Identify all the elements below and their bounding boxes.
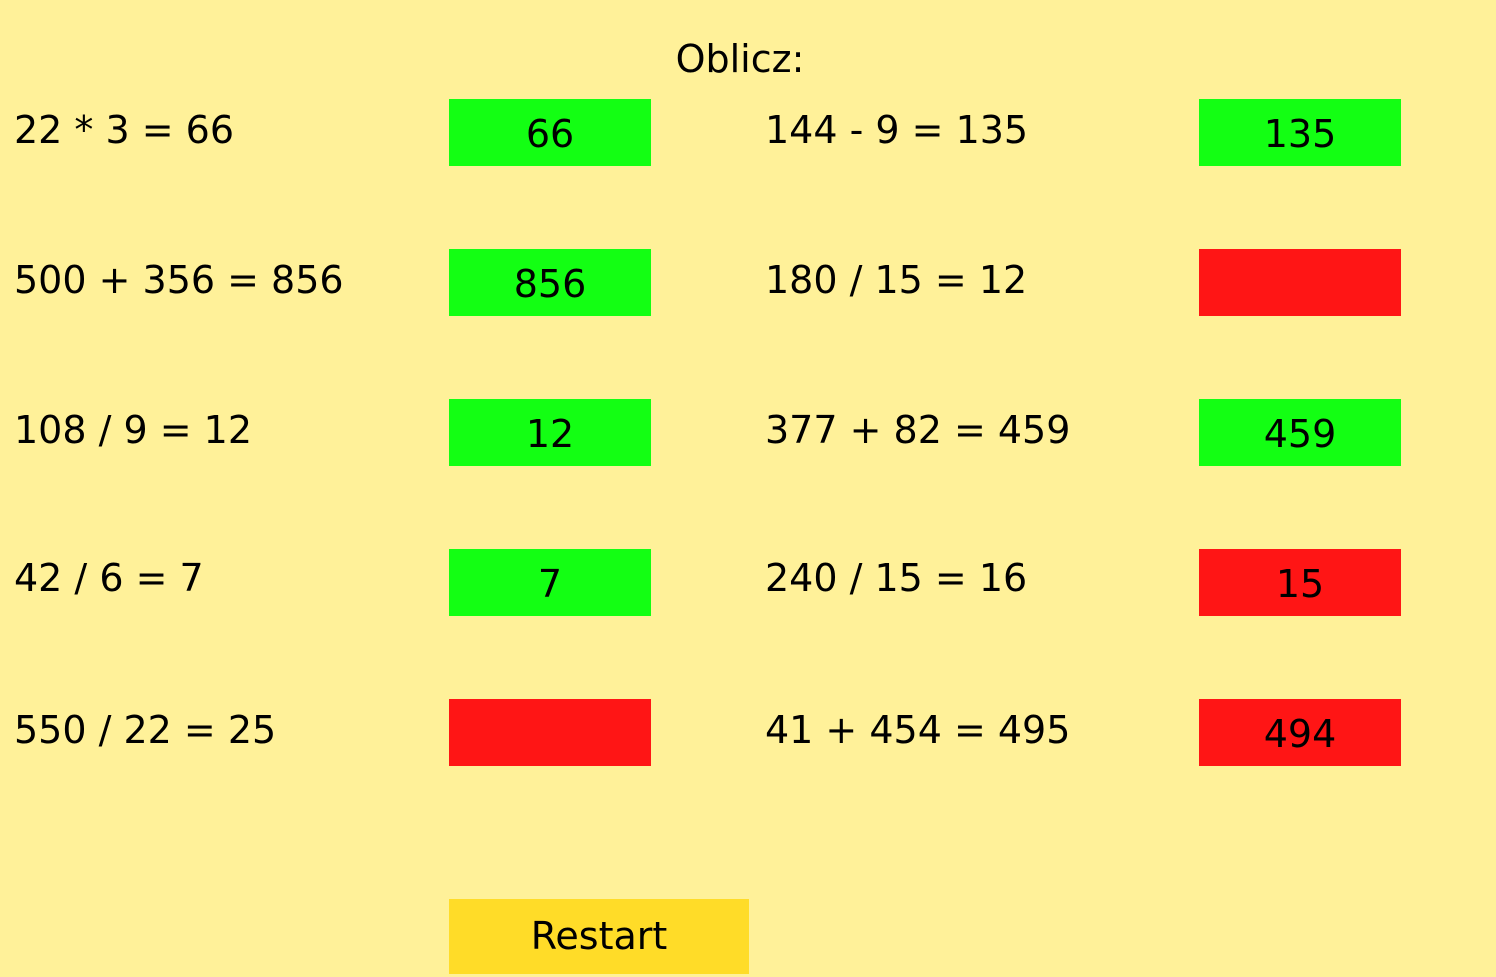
equation-label: 41 + 454 = 495 bbox=[765, 708, 1071, 752]
equation-label: 500 + 356 = 856 bbox=[14, 258, 344, 302]
page-title: Oblicz: bbox=[675, 37, 805, 81]
answer-input[interactable] bbox=[1199, 549, 1401, 616]
answer-input[interactable] bbox=[1199, 699, 1401, 766]
equation-label: 108 / 9 = 12 bbox=[14, 408, 253, 452]
answer-input[interactable] bbox=[1199, 399, 1401, 466]
equation-label: 42 / 6 = 7 bbox=[14, 556, 204, 600]
answer-input[interactable] bbox=[449, 399, 651, 466]
equation-label: 22 * 3 = 66 bbox=[14, 108, 235, 152]
answer-input[interactable] bbox=[449, 549, 651, 616]
answer-input[interactable] bbox=[1199, 249, 1401, 316]
equation-label: 377 + 82 = 459 bbox=[765, 408, 1071, 452]
equation-label: 180 / 15 = 12 bbox=[765, 258, 1028, 302]
answer-input[interactable] bbox=[449, 699, 651, 766]
equation-label: 550 / 22 = 25 bbox=[14, 708, 277, 752]
equation-label: 144 - 9 = 135 bbox=[765, 108, 1029, 152]
equation-label: 240 / 15 = 16 bbox=[765, 556, 1028, 600]
answer-input[interactable] bbox=[449, 99, 651, 166]
restart-button[interactable]: Restart bbox=[449, 899, 749, 974]
answer-input[interactable] bbox=[449, 249, 651, 316]
answer-input[interactable] bbox=[1199, 99, 1401, 166]
